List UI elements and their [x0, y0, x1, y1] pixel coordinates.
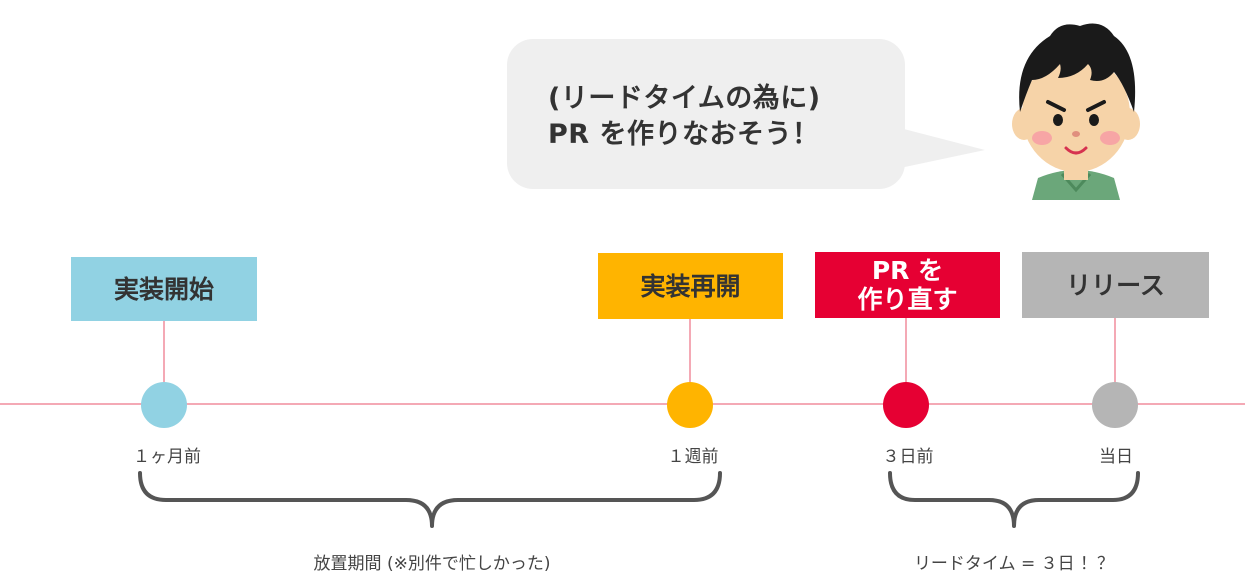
when-redo: ３日前	[882, 447, 934, 467]
marker-release	[1092, 382, 1138, 428]
event-resume-label: 実装再開	[598, 253, 783, 319]
event-start-label: 実装開始	[71, 257, 257, 321]
speech-text: (リードタイムの為に) PR を作りなおそう！	[548, 81, 888, 153]
idle-period-label: 放置期間 (※別件で忙しかった)	[313, 554, 551, 574]
brace-idle-period	[138, 471, 722, 528]
event-release-label: リリース	[1022, 252, 1209, 318]
event-redo-label-line-2: 作り直す	[857, 285, 958, 314]
brace-lead-time	[888, 471, 1140, 528]
marker-resume	[667, 382, 713, 428]
when-start: １ヶ月前	[133, 447, 201, 467]
boy-face-icon	[1012, 23, 1140, 200]
when-release: 当日	[1099, 447, 1133, 467]
speech-line-2: PR を作りなおそう！	[548, 119, 820, 150]
marker-start	[141, 382, 187, 428]
speech-line-1: (リードタイムの為に)	[548, 83, 821, 114]
marker-redo	[883, 382, 929, 428]
when-resume: １週前	[667, 447, 719, 467]
lead-time-label: リードタイム = ３日 ！？	[913, 554, 1115, 574]
event-redo-label-line-1: PR を	[871, 256, 944, 285]
event-redo-label: PR を 作り直す	[815, 252, 1000, 318]
speech-bubble	[507, 39, 905, 189]
